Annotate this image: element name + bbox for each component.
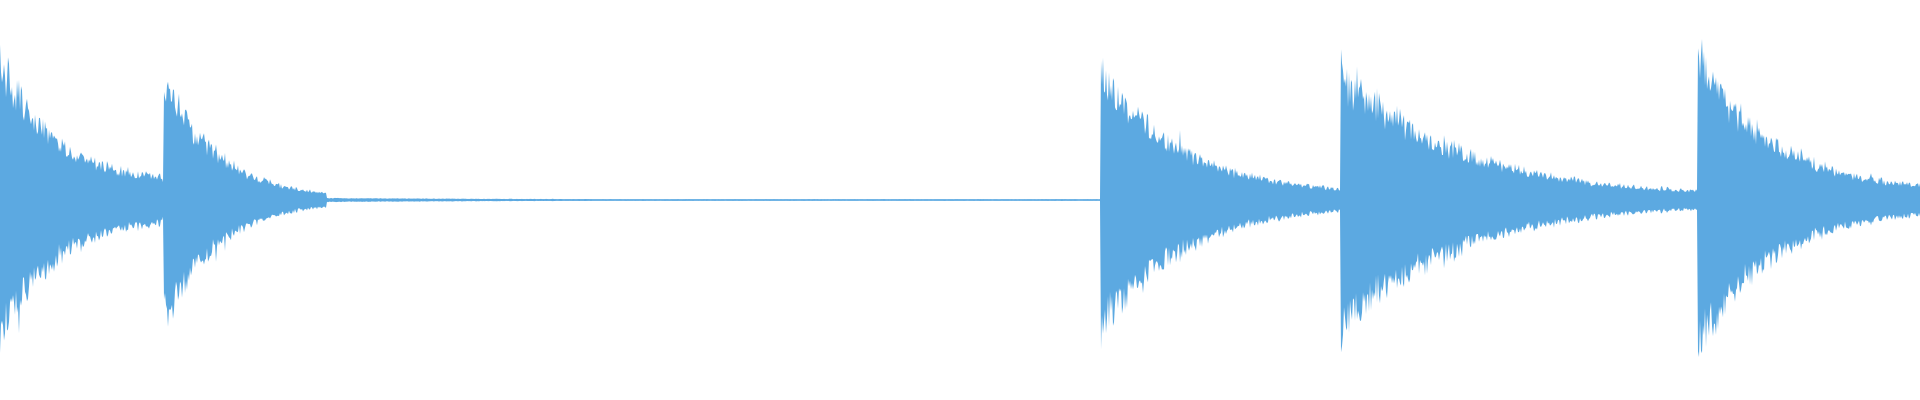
waveform-shape: [0, 39, 1920, 358]
